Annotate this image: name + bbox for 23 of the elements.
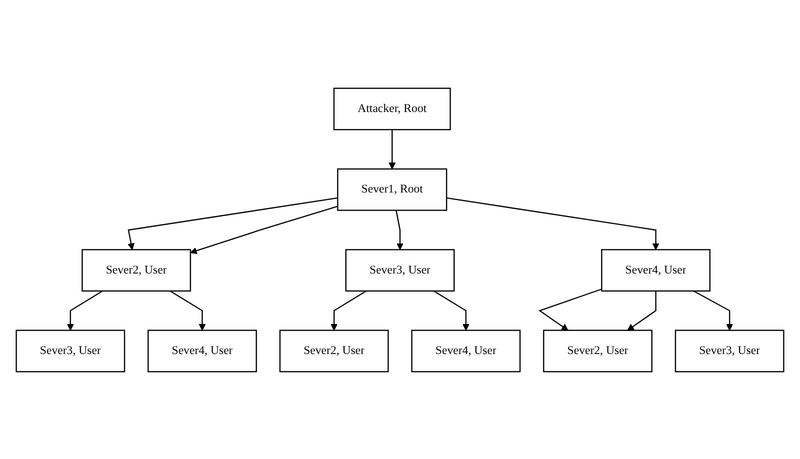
- arrow: [330, 290, 367, 330]
- arrow: [446, 196, 660, 250]
- arrow: [66, 290, 103, 330]
- arrow: [128, 196, 338, 250]
- node-box: Sever4, User: [148, 329, 257, 372]
- arrow: [396, 210, 404, 250]
- node-box: Sever3, User: [345, 248, 455, 292]
- node-box: Sever3, User: [16, 329, 126, 372]
- node-box: Sever2, User: [543, 329, 652, 372]
- arrow: [190, 205, 338, 254]
- node-box: Sever1, Root: [337, 168, 448, 210]
- arrow: [388, 129, 396, 169]
- node-box: Sever3, User: [674, 329, 784, 372]
- node-box: Sever2, User: [279, 329, 389, 372]
- node-box: Sever2, User: [82, 248, 192, 292]
- arrow: [538, 288, 602, 330]
- arrow: [433, 290, 470, 330]
- arrow: [627, 290, 656, 330]
- arrow: [170, 290, 206, 330]
- node-box: Sever4, User: [411, 329, 521, 372]
- arrow: [693, 290, 734, 330]
- node-box: Sever4, User: [601, 248, 710, 292]
- node-box: Attacker, Root: [333, 87, 451, 130]
